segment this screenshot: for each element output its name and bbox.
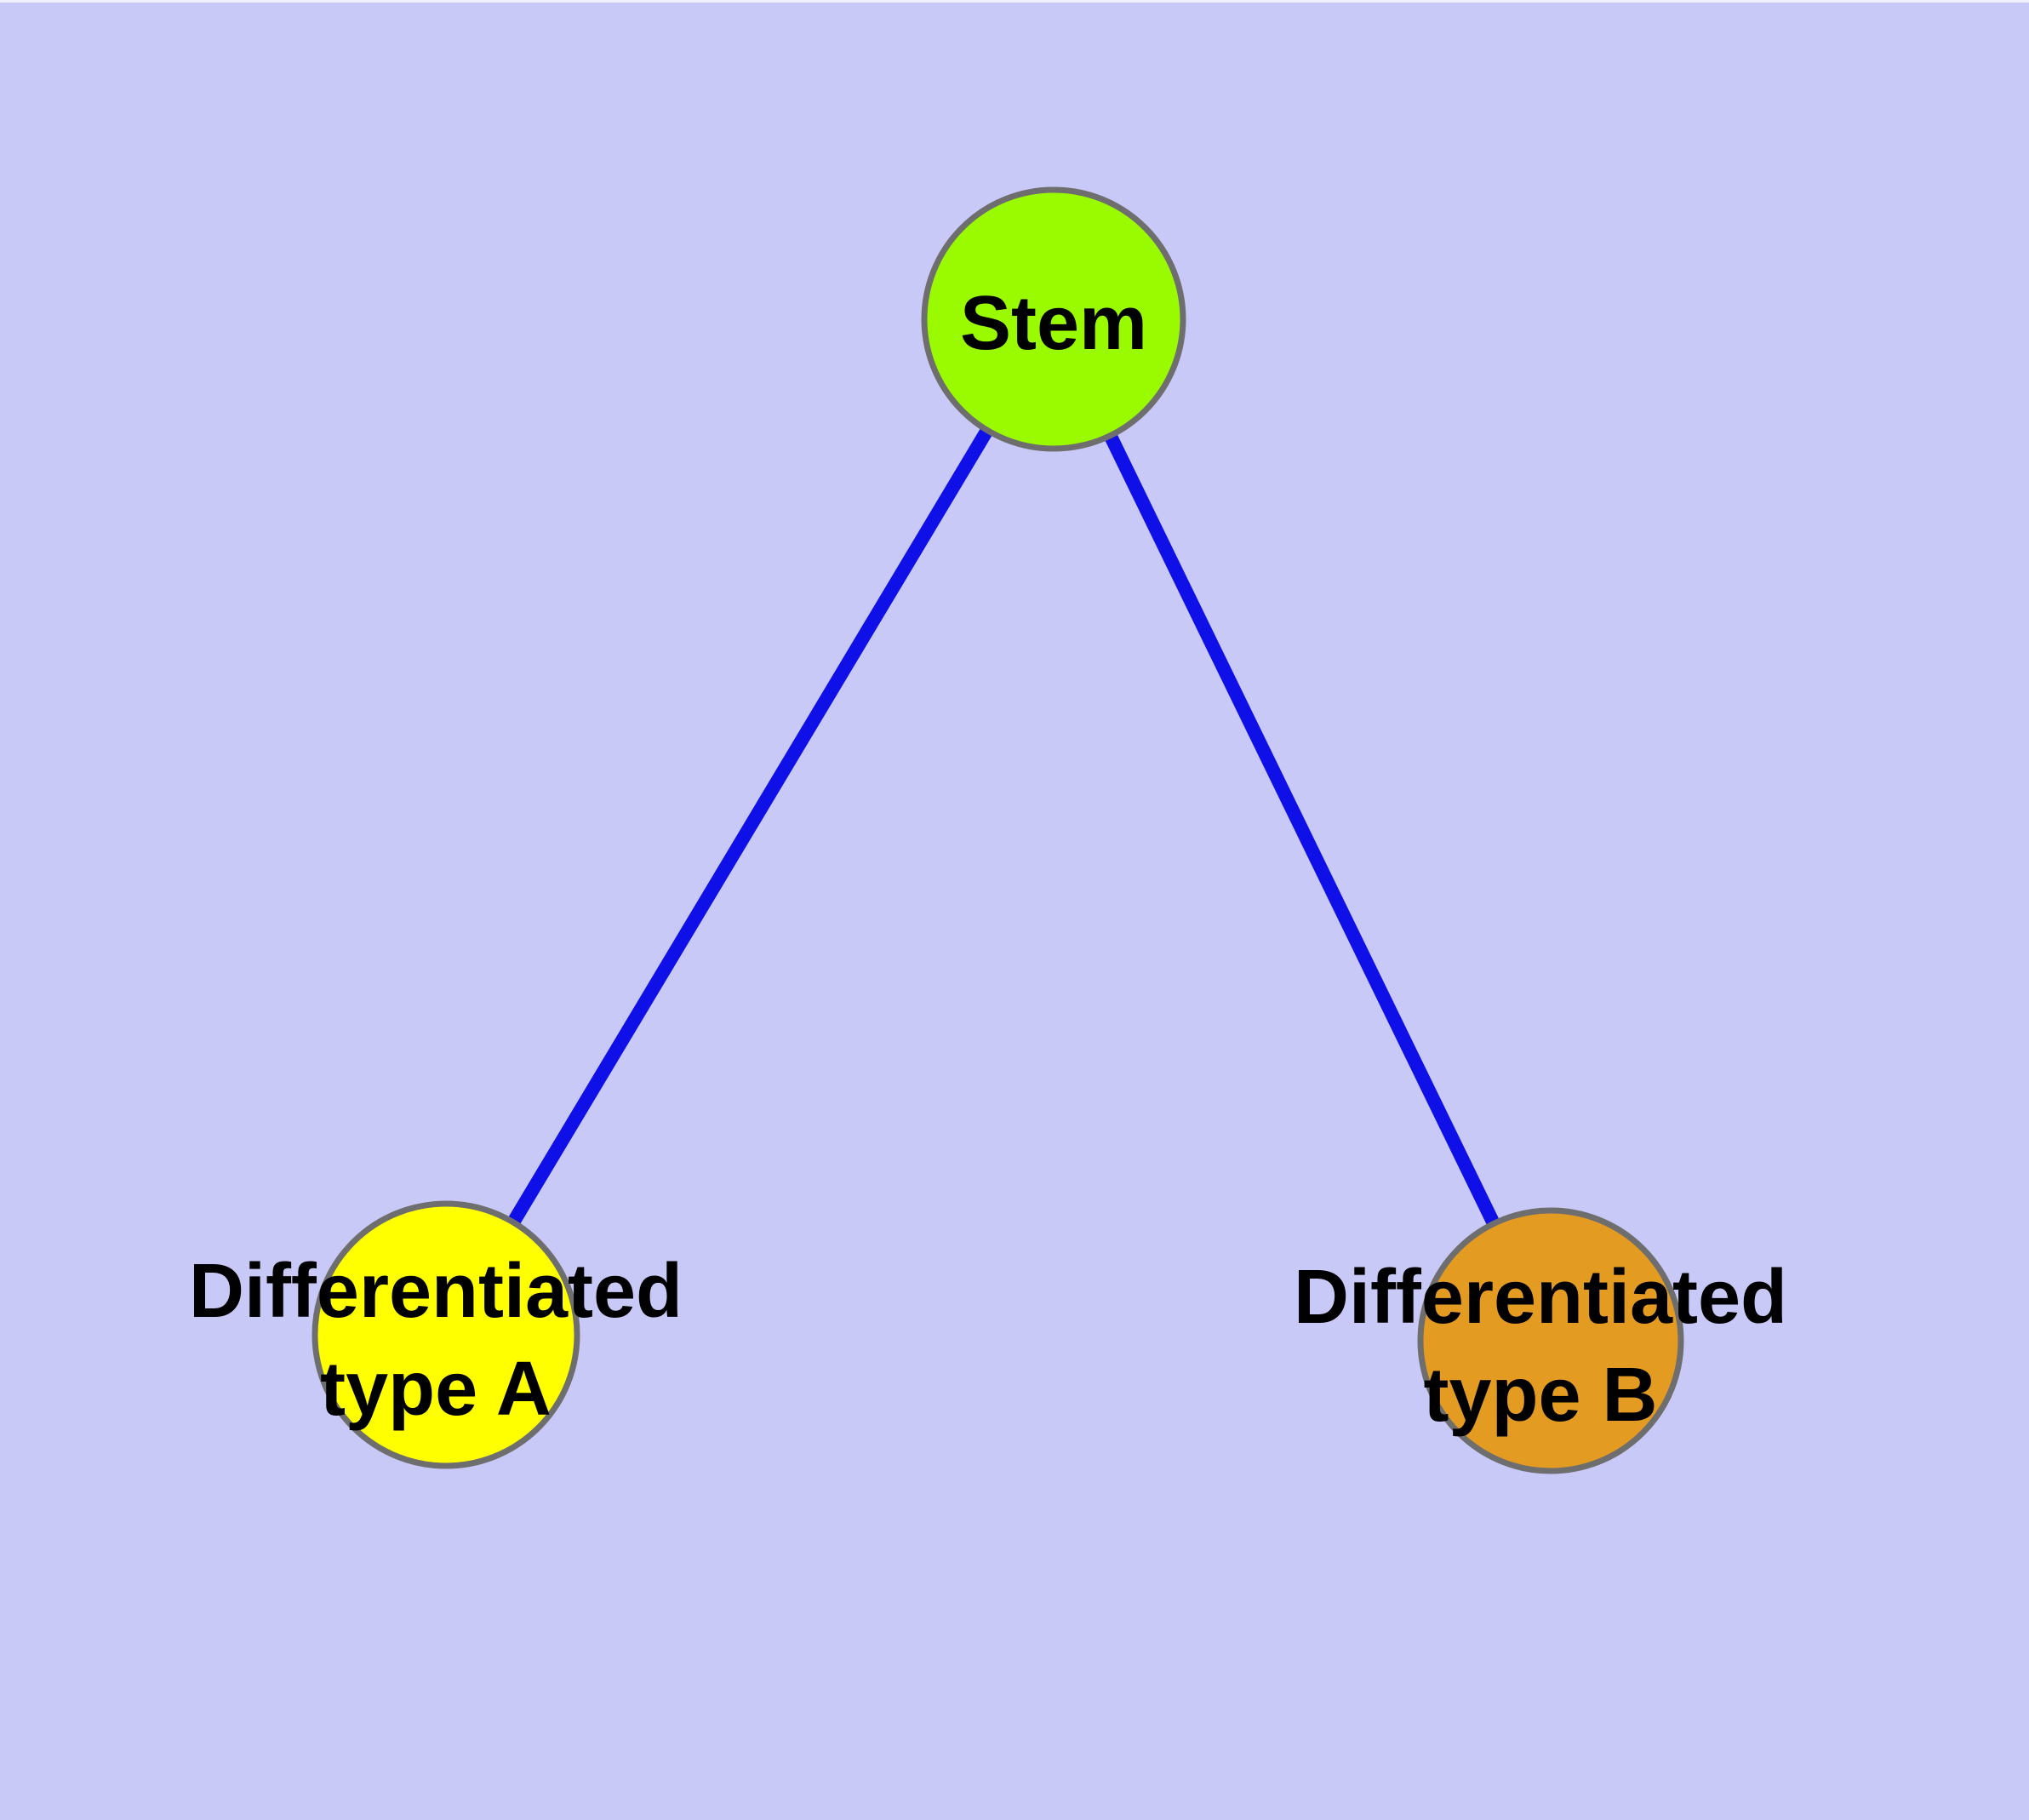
edge-stem-to-type-a (440, 315, 1060, 1339)
node-type-a-label-line2: type A (320, 1347, 552, 1432)
node-stem-label: Stem (960, 281, 1147, 366)
node-type-b-label-line2: type B (1423, 1353, 1657, 1438)
node-type-a-circle (311, 1200, 580, 1469)
node-type-b-circle (1417, 1207, 1684, 1474)
window-top-edge (0, 0, 2029, 3)
edge-stem-to-type-b (1047, 316, 1557, 1344)
node-stem-circle (921, 186, 1186, 452)
node-type-a-label-line1: Differentiated (189, 1249, 683, 1334)
node-type-b-label-line1: Differentiated (1294, 1255, 1787, 1340)
